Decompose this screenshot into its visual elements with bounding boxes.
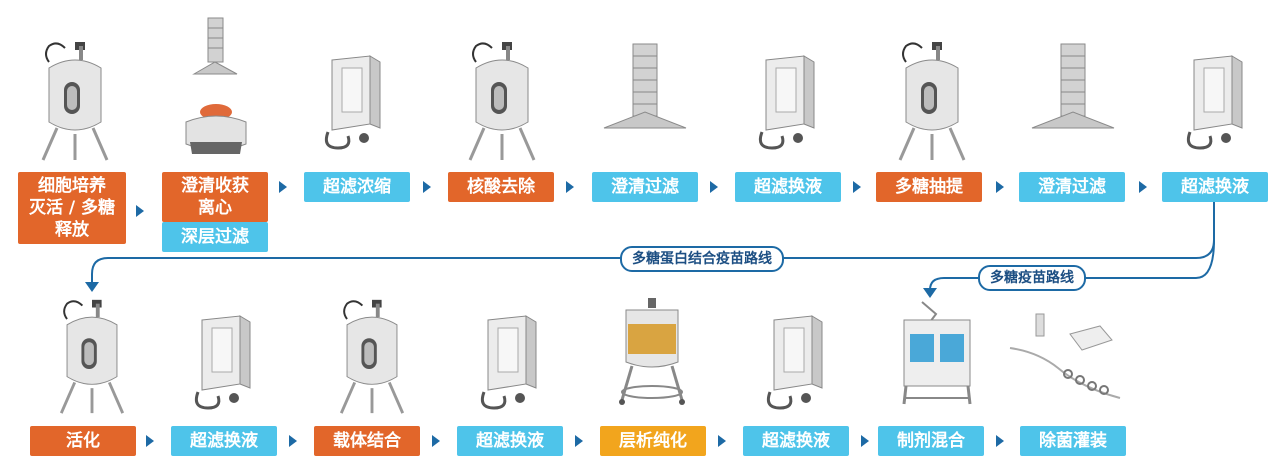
step-label: 层析纯化 (600, 426, 706, 456)
conjugate-route-label: 多糖蛋白结合疫苗路线 (620, 246, 784, 272)
depth-filter-icon (192, 17, 238, 75)
polysaccharide-route-label: 多糖疫苗路线 (978, 265, 1086, 291)
ultrafiltration-icon (480, 315, 537, 410)
step-label: 超滤换液 (743, 426, 849, 456)
chromatography-column-icon (619, 298, 685, 405)
ultrafiltration-icon (766, 315, 823, 410)
step-label: 多糖抽提 (876, 172, 982, 202)
step-label: 超滤换液 (1162, 172, 1268, 202)
flow-arrow-icon (996, 435, 1004, 447)
step-label: 载体结合 (314, 426, 420, 456)
flow-arrow-icon (710, 181, 718, 193)
step-label: 澄清过滤 (592, 172, 698, 202)
step-label: 制剂混合 (878, 426, 984, 456)
step-label: 核酸去除 (448, 172, 554, 202)
step-label: 超滤换液 (735, 172, 841, 202)
bioreactor-icon (468, 42, 536, 161)
flow-arrow-icon (575, 435, 583, 447)
step-label: 细胞培养灭活 / 多糖释放 (18, 172, 126, 244)
ultrafiltration-icon (324, 55, 381, 150)
step-label: 超滤换液 (457, 426, 563, 456)
step-label: 澄清过滤 (1019, 172, 1125, 202)
step-label: 超滤换液 (171, 426, 277, 456)
bioreactor-icon (41, 42, 109, 161)
depth-filter-icon (603, 43, 687, 129)
ultrafiltration-icon (194, 315, 251, 410)
filling-bag-icon (1009, 313, 1121, 399)
flow-arrow-icon (718, 435, 726, 447)
mixing-system-icon (902, 301, 972, 405)
flow-arrow-icon (289, 435, 297, 447)
polysaccharide-route-arrowhead (923, 288, 937, 298)
flow-arrow-icon (279, 181, 287, 193)
bioreactor-icon (339, 299, 405, 414)
flow-arrow-icon (146, 435, 154, 447)
step-label: 活化 (30, 426, 136, 456)
flow-arrow-icon (423, 181, 431, 193)
conjugate-route-arrowhead (85, 282, 99, 292)
flow-arrow-icon (853, 181, 861, 193)
flow-arrow-icon (432, 435, 440, 447)
step-sub-label: 深层过滤 (162, 222, 268, 252)
centrifuge-icon (185, 104, 247, 154)
step-label: 超滤浓缩 (304, 172, 410, 202)
bioreactor-icon (898, 42, 966, 161)
ultrafiltration-icon (1186, 55, 1243, 150)
ultrafiltration-icon (758, 55, 815, 150)
flow-arrow-icon (861, 435, 869, 447)
flow-arrow-icon (566, 181, 574, 193)
step-label: 澄清收获离心 (162, 172, 268, 222)
bioreactor-icon (59, 299, 125, 414)
step-label: 除菌灌装 (1020, 426, 1126, 456)
depth-filter-icon (1031, 43, 1115, 129)
flow-arrow-icon (136, 205, 144, 217)
flow-arrow-icon (996, 181, 1004, 193)
flow-arrow-icon (1139, 181, 1147, 193)
